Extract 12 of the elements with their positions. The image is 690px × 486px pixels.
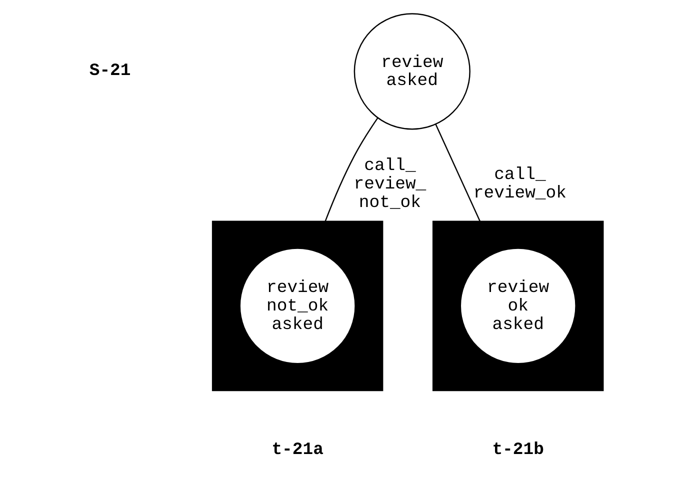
edge-label: call_ review_ not_ok (354, 156, 426, 212)
edge-label: call_ review_ok (473, 166, 566, 204)
node-circle: review not_ok asked (239, 247, 356, 364)
label: S-21 (89, 61, 131, 80)
connector (324, 116, 378, 222)
node-label: t-21a (272, 440, 324, 460)
node-label: t-21b (492, 440, 544, 460)
node-circle: review ok asked (460, 247, 576, 364)
node-circle: review asked (354, 12, 470, 130)
cluster (432, 220, 604, 391)
cluster (212, 220, 384, 391)
connector (435, 123, 481, 222)
